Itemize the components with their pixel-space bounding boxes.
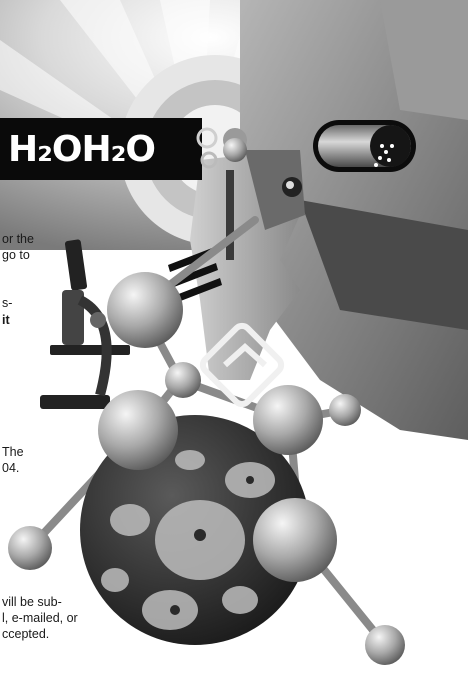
text-fragment: ccepted.	[2, 627, 50, 641]
text-fragment: l, e-mailed, or	[2, 611, 78, 625]
right-panel	[240, 0, 468, 440]
text-fragment: or the	[2, 232, 34, 246]
neck-stripes	[168, 248, 222, 302]
formula-text: H₂OH₂O	[8, 129, 156, 170]
central-rod	[226, 170, 234, 260]
head-profile	[190, 150, 305, 380]
text-fragment: it	[2, 313, 10, 327]
microscope-icon	[40, 239, 130, 409]
link-symbol	[199, 322, 285, 408]
formula-banner	[0, 118, 247, 180]
cell-globe	[80, 415, 310, 645]
text-fragment: go to	[2, 248, 30, 262]
text-fragment: The	[2, 445, 24, 459]
text-fragment: s-	[2, 296, 13, 310]
molecule-spheres	[8, 138, 405, 665]
text-fragment: 04.	[2, 461, 20, 475]
capsule-pill	[313, 120, 416, 172]
text-fragment: vill be sub-	[2, 595, 62, 609]
